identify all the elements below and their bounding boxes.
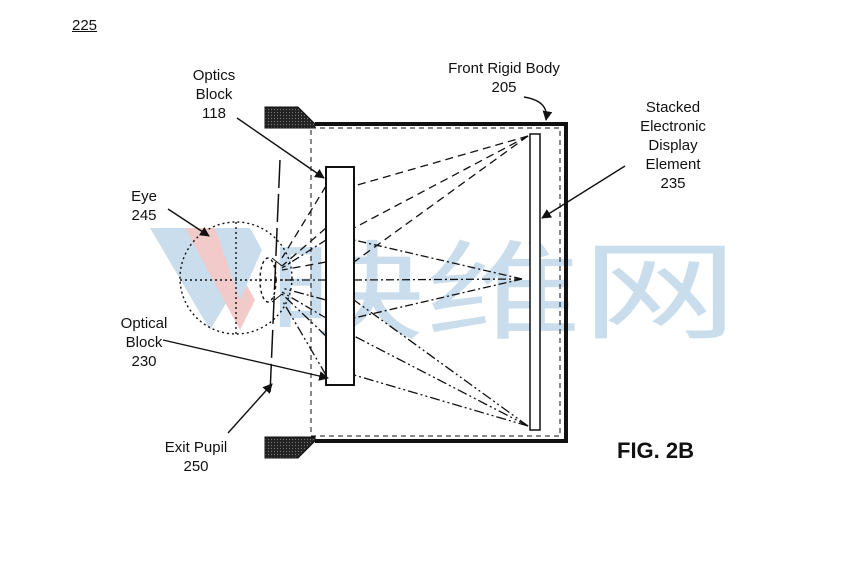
leader-exit-pupil [227, 383, 273, 434]
label-optics-block-line-3: 118 [202, 105, 226, 122]
front-rigid-body [264, 106, 568, 459]
label-stacked-display-line-4: Element [645, 156, 701, 173]
label-eye: Eye 245 [120, 187, 168, 225]
light-rays [281, 135, 529, 427]
housing-flange-bottom [264, 436, 316, 459]
figure-reference-number: 225 [72, 17, 98, 34]
leader-eye [167, 208, 210, 237]
exit-pupil-plane [269, 159, 281, 395]
label-optics-block-line-1: Optics [192, 67, 236, 84]
leader-stacked-display [541, 165, 626, 219]
label-optics-block-line-2: Block [195, 86, 233, 103]
watermark-logo [150, 228, 262, 330]
housing-flange-top [264, 106, 316, 129]
leader-optical-block [162, 339, 329, 381]
label-stacked-display-line-2: Electronic [640, 118, 706, 135]
label-front-rigid-body-line-1: Front Rigid Body [448, 60, 560, 77]
label-optical-block: Optical Block 230 [112, 314, 176, 371]
label-eye-line-2: 245 [131, 207, 157, 224]
leader-optics-block [236, 117, 325, 179]
stacked-display-element [529, 133, 541, 431]
label-front-rigid-body: Front Rigid Body 205 [436, 59, 572, 97]
optics-block [325, 166, 355, 386]
label-optics-block: Optics Block 118 [186, 66, 242, 123]
label-exit-pupil-line-1: Exit Pupil [164, 439, 228, 456]
label-stacked-display-line-5: 235 [660, 175, 686, 192]
leader-front-rigid-body [523, 96, 553, 121]
figure-label: FIG. 2B [617, 438, 695, 463]
label-eye-line-1: Eye [131, 188, 157, 205]
eye [179, 221, 293, 335]
label-stacked-display: Stacked Electronic Display Element 235 [631, 98, 715, 193]
label-front-rigid-body-line-2: 205 [491, 79, 517, 96]
label-exit-pupil-line-2: 250 [183, 458, 209, 475]
label-stacked-display-line-1: Stacked [645, 99, 701, 116]
label-optical-block-line-1: Optical [120, 315, 168, 332]
label-optical-block-line-2: Block [125, 334, 163, 351]
label-optical-block-line-3: 230 [131, 353, 157, 370]
label-stacked-display-line-3: Display [648, 137, 698, 154]
label-exit-pupil: Exit Pupil 250 [156, 438, 236, 476]
leader-lines [162, 96, 626, 434]
